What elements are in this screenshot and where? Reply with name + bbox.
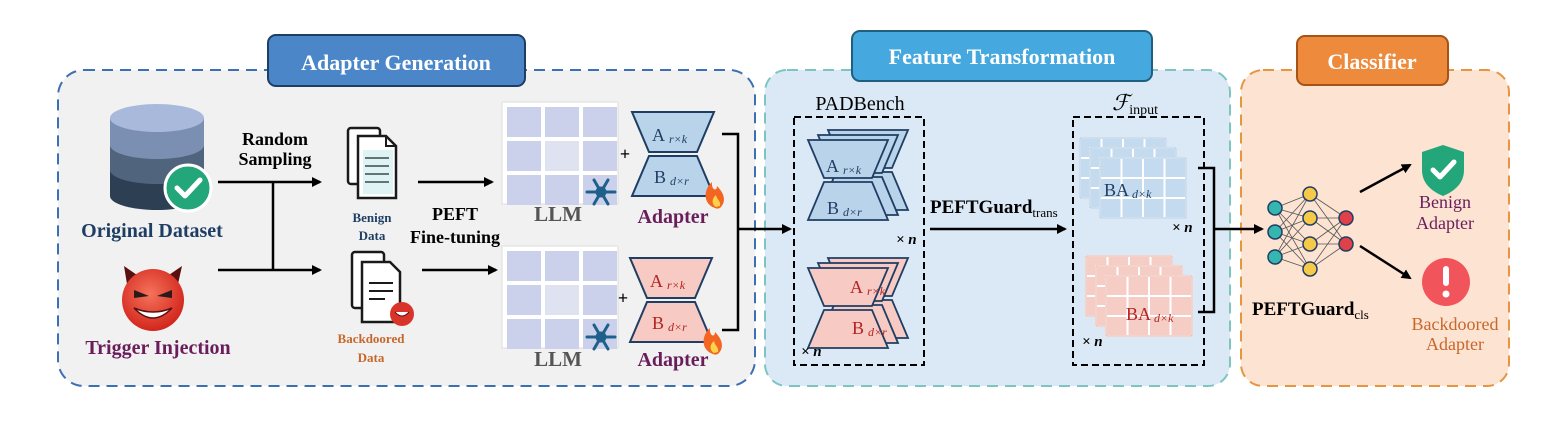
finput-blue-stack [1079, 137, 1187, 219]
benign-adapter-label: Benign [1419, 192, 1471, 212]
peftguard-cls-label: PEFTGuardcls [1252, 299, 1369, 322]
padbench-label: PADBench [815, 93, 904, 115]
svg-text:Bd×r: Bd×r [654, 167, 689, 188]
devil-icon [122, 266, 184, 331]
fine-tuning-label: Fine-tuning [410, 227, 500, 247]
benign-adapter-label-2: Adapter [1416, 213, 1474, 233]
llm-label: LLM [534, 347, 582, 371]
finput-box [1072, 116, 1205, 366]
sampling-label: Sampling [238, 149, 311, 169]
peft-label: PEFT [432, 204, 478, 224]
times-n-label: × n [1082, 334, 1103, 350]
backdoored-data-label: Backdoored [338, 331, 406, 346]
llm-label: LLM [534, 202, 582, 226]
times-n-label: × n [1172, 220, 1193, 236]
finput-red-stack [1085, 255, 1193, 337]
finput-label: ℱinput [1112, 90, 1158, 118]
svg-text:Ar×k: Ar×k [826, 156, 862, 177]
output-arrows [1359, 163, 1412, 280]
times-n-label: × n [801, 344, 822, 360]
svg-text:Bd×r: Bd×r [852, 318, 887, 339]
sampling-arrows [218, 177, 322, 275]
adapter-label: Adapter [637, 349, 708, 371]
bracket-arrow [722, 132, 792, 332]
adapter-generation-title: Adapter Generation [267, 34, 526, 87]
peftguard-trans-label: PEFTGuardtrans [930, 197, 1058, 220]
svg-text:Bd×r: Bd×r [827, 198, 862, 219]
check-icon [163, 163, 213, 213]
benign-data-label: Benign [352, 210, 392, 225]
database-icon [110, 104, 204, 210]
svg-text:Classifier: Classifier [1327, 49, 1416, 74]
backdoored-adapter-label-2: Adapter [1426, 334, 1484, 354]
fire-icon [705, 182, 724, 209]
svg-text:Ar×k: Ar×k [850, 277, 886, 298]
fire-icon [703, 328, 722, 355]
svg-text:Feature Transformation: Feature Transformation [889, 44, 1116, 69]
snowflake-icon [585, 178, 617, 206]
svg-text:Adapter Generation: Adapter Generation [301, 50, 491, 75]
adapter-label: Adapter [637, 206, 708, 228]
plus-sign: + [618, 288, 628, 308]
finetune-arrows [418, 177, 498, 275]
backdoored-data-label-2: Data [358, 350, 385, 365]
times-n-label: × n [896, 232, 917, 248]
benign-data-label-2: Data [359, 228, 386, 243]
feature-transformation-title: Feature Transformation [851, 30, 1153, 82]
alert-icon [1422, 258, 1470, 306]
padbench-box [793, 116, 925, 366]
original-dataset-label: Original Dataset [81, 220, 223, 242]
backdoored-document-icon [350, 250, 414, 326]
bracket-arrow [1198, 166, 1264, 314]
trigger-injection-label: Trigger Injection [85, 337, 230, 359]
svg-text:Ar×k: Ar×k [650, 271, 686, 292]
snowflake-icon [585, 323, 617, 351]
backdoored-adapter-label: Backdoored [1412, 314, 1499, 334]
neural-network-icon [1267, 186, 1354, 277]
random-label: Random [242, 129, 308, 149]
svg-text:Ar×k: Ar×k [652, 125, 688, 146]
svg-text:Bd×r: Bd×r [652, 313, 687, 334]
shield-check-icon [1422, 145, 1464, 196]
plus-sign: + [620, 144, 630, 164]
classifier-title: Classifier [1296, 35, 1449, 86]
document-icon [346, 126, 398, 200]
